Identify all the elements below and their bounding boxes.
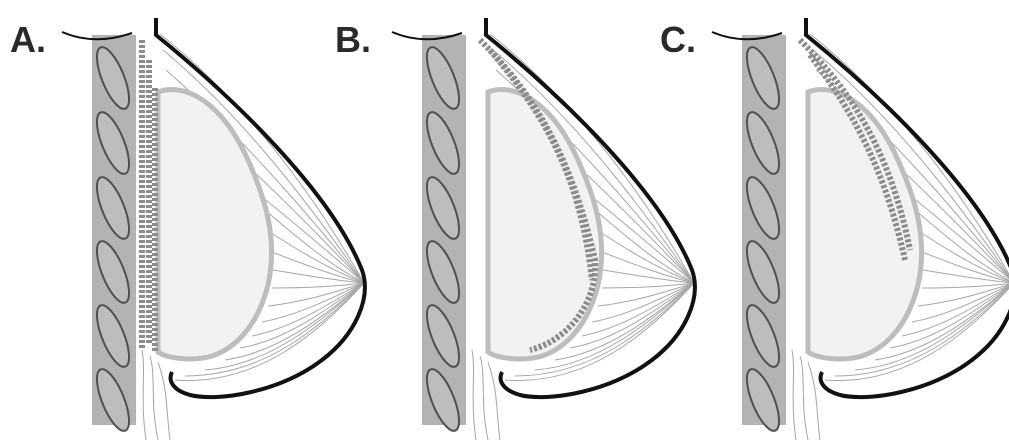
panel-b-breast-diagram — [392, 18, 695, 440]
panel-c-label: C. — [660, 19, 696, 60]
panel-a-label: A. — [10, 19, 46, 60]
panel-c: C. — [660, 18, 1009, 440]
panel-b-label: B. — [335, 19, 371, 60]
panel-b: B. — [335, 18, 695, 440]
panel-a-capsule-contracture — [142, 40, 155, 352]
panel-a-breast-diagram — [62, 18, 365, 440]
panel-a: A. — [10, 18, 365, 440]
panel-c-breast-diagram — [712, 18, 1009, 440]
